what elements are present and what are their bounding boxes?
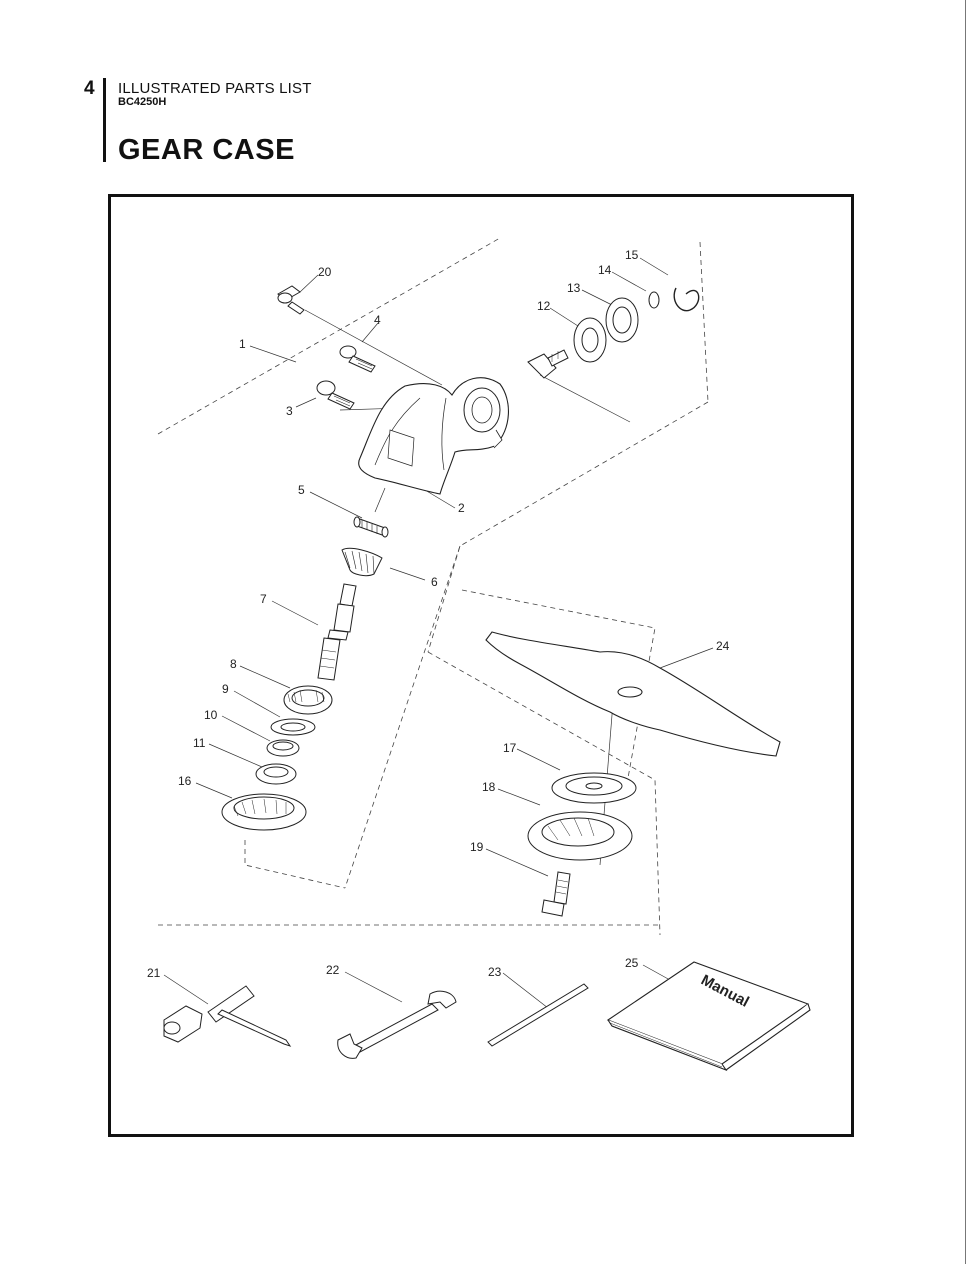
diagram-frame [108, 194, 854, 1137]
label-21: 21 [147, 966, 161, 980]
label-25: 25 [625, 956, 639, 970]
label-22: 22 [326, 963, 340, 977]
label-3: 3 [286, 404, 293, 418]
label-4: 4 [374, 313, 381, 327]
label-12: 12 [537, 299, 551, 313]
assembly-guide-lines [157, 237, 709, 936]
part-22-wrench [337, 990, 457, 1059]
label-5: 5 [298, 483, 305, 497]
part-18-cover-plate [527, 811, 633, 861]
label-13: 13 [567, 281, 581, 295]
part-10-bearing [266, 739, 300, 757]
part-3-bolt [316, 380, 355, 410]
part-7-drive-shaft [317, 583, 357, 681]
part-2-gear-case [358, 377, 509, 495]
part-9-washer [270, 718, 316, 736]
page-number: 4 [84, 78, 95, 99]
label-18: 18 [482, 780, 496, 794]
part-labels: 1 2 3 4 5 6 7 8 9 10 11 12 13 14 15 16 1… [147, 248, 730, 980]
part-25-manual [606, 961, 811, 1072]
label-14: 14 [598, 263, 612, 277]
page-title: GEAR CASE [118, 134, 295, 166]
label-24: 24 [716, 639, 730, 653]
part-23-pin [487, 983, 589, 1047]
label-16: 16 [178, 774, 192, 788]
leader-lines [163, 257, 714, 1009]
section-title: ILLUSTRATED PARTS LIST [118, 80, 312, 97]
label-19: 19 [470, 840, 484, 854]
part-21-t-wrench [163, 985, 292, 1047]
part-14-snap-ring [648, 291, 660, 309]
label-23: 23 [488, 965, 502, 979]
page-edge-rule [965, 0, 966, 1264]
label-17: 17 [503, 741, 517, 755]
part-14-bearing [605, 297, 639, 343]
part-4-bolt [339, 345, 376, 373]
part-19-bolt [541, 871, 571, 917]
part-13-bearing [573, 317, 607, 363]
part-16-bevel-gear [221, 793, 307, 831]
part-6-bevel-gear [341, 547, 383, 577]
label-15: 15 [625, 248, 639, 262]
label-1: 1 [239, 337, 246, 351]
label-20: 20 [318, 265, 332, 279]
part-12-pinion [527, 349, 569, 379]
part-8-gear [283, 685, 333, 715]
part-11-ring [255, 763, 297, 785]
header-divider [103, 78, 106, 162]
part-20-bolt [277, 285, 305, 315]
label-9: 9 [222, 682, 229, 696]
label-10: 10 [204, 708, 218, 722]
part-24-blade [485, 631, 781, 757]
label-7: 7 [260, 592, 267, 606]
part-5-bearing [353, 516, 389, 538]
label-11: 11 [193, 736, 206, 750]
label-8: 8 [230, 657, 237, 671]
label-2: 2 [458, 501, 465, 515]
label-6: 6 [431, 575, 438, 589]
part-17-washer-plate [551, 772, 637, 804]
part-15-circlip [673, 287, 700, 312]
model-number: BC4250H [118, 96, 167, 108]
